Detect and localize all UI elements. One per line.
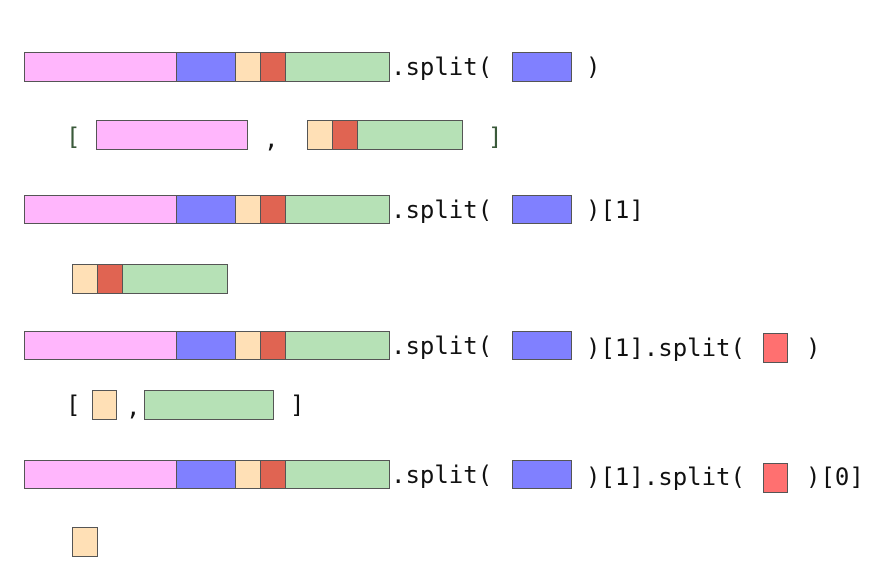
index-code: )[1]: [586, 196, 644, 224]
segment-pink: [24, 52, 177, 82]
split-code: .split(: [391, 196, 493, 224]
segment-blue: [176, 195, 236, 224]
segment-blue: [176, 52, 236, 82]
close-paren: ): [806, 334, 821, 362]
segment-peach: [235, 195, 261, 224]
index-split-code: )[1].split(: [586, 463, 745, 491]
open-bracket: [: [66, 123, 81, 151]
separator-red: [763, 463, 788, 493]
close-bracket: ]: [290, 391, 305, 419]
segment-green: [285, 195, 390, 224]
segment-red: [97, 264, 123, 294]
segment-peach: [72, 264, 98, 294]
segment-green: [285, 331, 390, 360]
segment-peach: [235, 331, 261, 360]
segment-peach: [235, 460, 261, 489]
separator-red: [763, 333, 788, 363]
open-bracket: [: [66, 391, 81, 419]
segment-pink: [24, 331, 177, 360]
index-split-code: )[1].split(: [586, 334, 745, 362]
segment-red: [332, 120, 358, 150]
segment-blue: [176, 331, 236, 360]
separator-blue: [512, 195, 572, 224]
segment-pink: [96, 120, 248, 150]
segment-peach: [92, 390, 117, 420]
separator-blue: [512, 460, 572, 489]
comma: ,: [126, 393, 141, 421]
separator-blue: [512, 52, 572, 82]
segment-green: [144, 390, 274, 420]
segment-green: [122, 264, 228, 294]
segment-green: [285, 52, 390, 82]
segment-pink: [24, 460, 177, 489]
split-code: .split(: [391, 332, 493, 360]
segment-green: [285, 460, 390, 489]
segment-peach: [307, 120, 333, 150]
split-code: .split(: [391, 461, 493, 489]
close-bracket: ]: [488, 123, 503, 151]
segment-blue: [176, 460, 236, 489]
segment-red: [260, 195, 286, 224]
segment-red: [260, 52, 286, 82]
segment-red: [260, 460, 286, 489]
separator-blue: [512, 331, 572, 360]
split-code: .split(: [391, 53, 493, 81]
segment-red: [260, 331, 286, 360]
segment-green: [357, 120, 463, 150]
index-code: )[0]: [806, 463, 864, 491]
segment-peach: [235, 52, 261, 82]
comma: ,: [264, 125, 279, 153]
segment-pink: [24, 195, 177, 224]
close-paren: ): [586, 53, 601, 81]
segment-peach: [72, 527, 98, 557]
